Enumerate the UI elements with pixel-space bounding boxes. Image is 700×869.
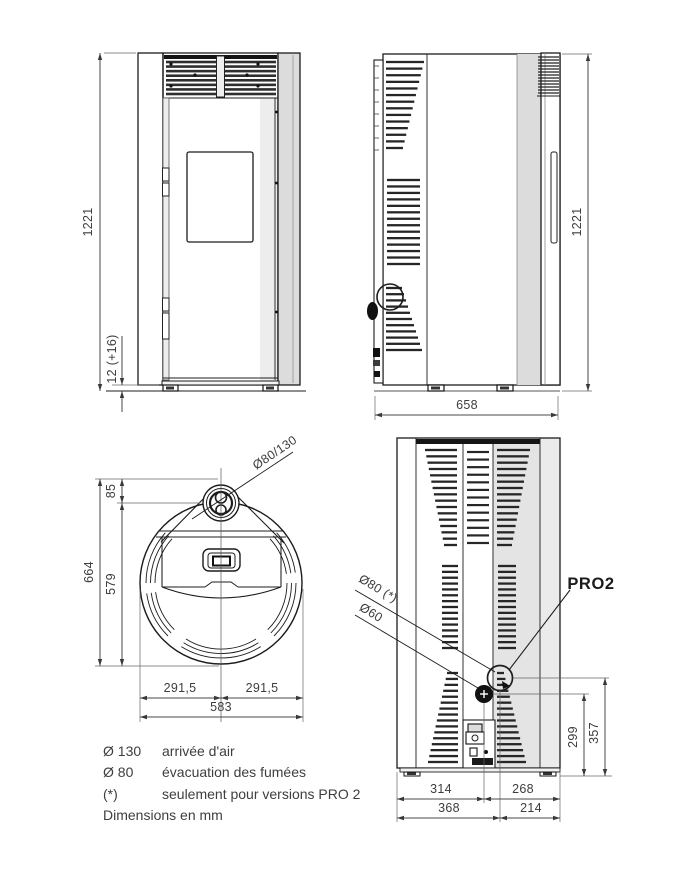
dim-back-left-pro2: 368 xyxy=(438,801,460,815)
label-back-flue-pro2: Ø80 (*) xyxy=(356,572,400,606)
dim-side-depth: 658 xyxy=(456,398,478,412)
dim-top-flue-offset: 85 xyxy=(104,484,118,499)
label-back-flue-std: Ø60 xyxy=(357,600,385,625)
legend-text: arrivée d'air xyxy=(162,742,235,759)
legend-row-smoke-outlet: Ø 80 évacuation des fumées xyxy=(103,762,360,784)
legend-text: seulement pour versions PRO 2 xyxy=(162,785,361,802)
dimensions-note: Dimensions en mm xyxy=(103,807,223,824)
legend-symbol: Ø 130 xyxy=(103,742,142,759)
legend: Ø 130 arrivée d'air Ø 80 évacuation des … xyxy=(103,740,360,826)
label-pro2: PRO2 xyxy=(567,575,614,593)
legend-text: évacuation des fumées xyxy=(162,764,306,781)
front-view xyxy=(97,52,306,412)
back-view xyxy=(354,437,612,822)
dim-side-height: 1221 xyxy=(570,207,584,236)
legend-row-air-inlet: Ø 130 arrivée d'air xyxy=(103,740,360,762)
dim-back-flue-std-height: 299 xyxy=(566,726,580,748)
top-view xyxy=(95,451,304,722)
dim-top-half-left: 291,5 xyxy=(164,681,197,695)
dim-top-half-right: 291,5 xyxy=(246,681,279,695)
side-view xyxy=(367,52,592,420)
dim-back-flue-pro2-height: 357 xyxy=(587,722,601,744)
legend-symbol: Ø 80 xyxy=(103,764,134,781)
dim-back-right-std: 268 xyxy=(512,782,534,796)
dim-front-height: 1221 xyxy=(81,207,95,236)
dim-top-depth-body: 579 xyxy=(104,573,118,595)
legend-symbol: (*) xyxy=(103,785,118,802)
dim-front-foot: 12 (+16) xyxy=(105,334,119,383)
dim-back-left-std: 314 xyxy=(430,782,452,796)
dim-top-depth-total: 664 xyxy=(82,561,96,583)
dim-top-width: 583 xyxy=(210,700,232,714)
dim-back-right-pro2: 214 xyxy=(520,801,542,815)
legend-row-pro2-note: (*) seulement pour versions PRO 2 xyxy=(103,783,360,805)
